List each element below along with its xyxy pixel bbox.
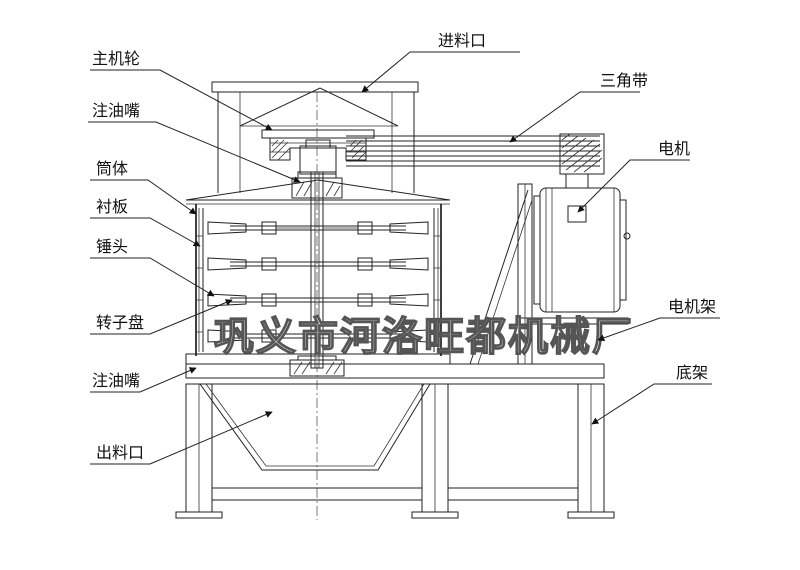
label-cylinder: 筒体 [96, 159, 128, 178]
rotor-level-2 [207, 257, 429, 271]
rotor-level-3 [207, 293, 429, 307]
rotor-level-1 [207, 221, 429, 235]
v-belt [346, 133, 605, 175]
cylinder-body [185, 179, 451, 365]
label-hammer: 锤头 [96, 237, 128, 256]
label-rotor-disc: 转子盘 [96, 313, 144, 332]
main-pulley [261, 129, 375, 175]
base-frame [175, 363, 615, 519]
label-liner: 衬板 [96, 197, 128, 216]
label-discharge-outlet: 出料口 [96, 443, 144, 462]
label-motor-frame: 电机架 [668, 297, 716, 316]
main-shaft [289, 171, 345, 377]
label-feed-inlet: 进料口 [438, 31, 486, 50]
rotor-assembly [207, 221, 429, 343]
labels: 进料口 主机轮 三角带 注油嘴 电机 筒体 衬板 锤头 电机架 转子盘 注油嘴 … [92, 31, 716, 462]
watermark: 巩义市河洛旺都机械厂 [214, 314, 634, 360]
crusher-machine [175, 81, 631, 520]
motor-body [533, 173, 631, 313]
label-v-belt: 三角带 [600, 71, 648, 90]
label-grease-nozzle-top: 注油嘴 [92, 101, 140, 120]
label-grease-nozzle-bottom: 注油嘴 [92, 371, 140, 390]
rotor-level-4 [207, 329, 429, 343]
label-base-frame: 底架 [676, 363, 708, 382]
leader-lines [88, 51, 720, 465]
label-main-pulley: 主机轮 [92, 49, 140, 68]
discharge-hopper [199, 383, 431, 471]
label-motor: 电机 [658, 139, 690, 158]
motor-frame [469, 183, 629, 365]
